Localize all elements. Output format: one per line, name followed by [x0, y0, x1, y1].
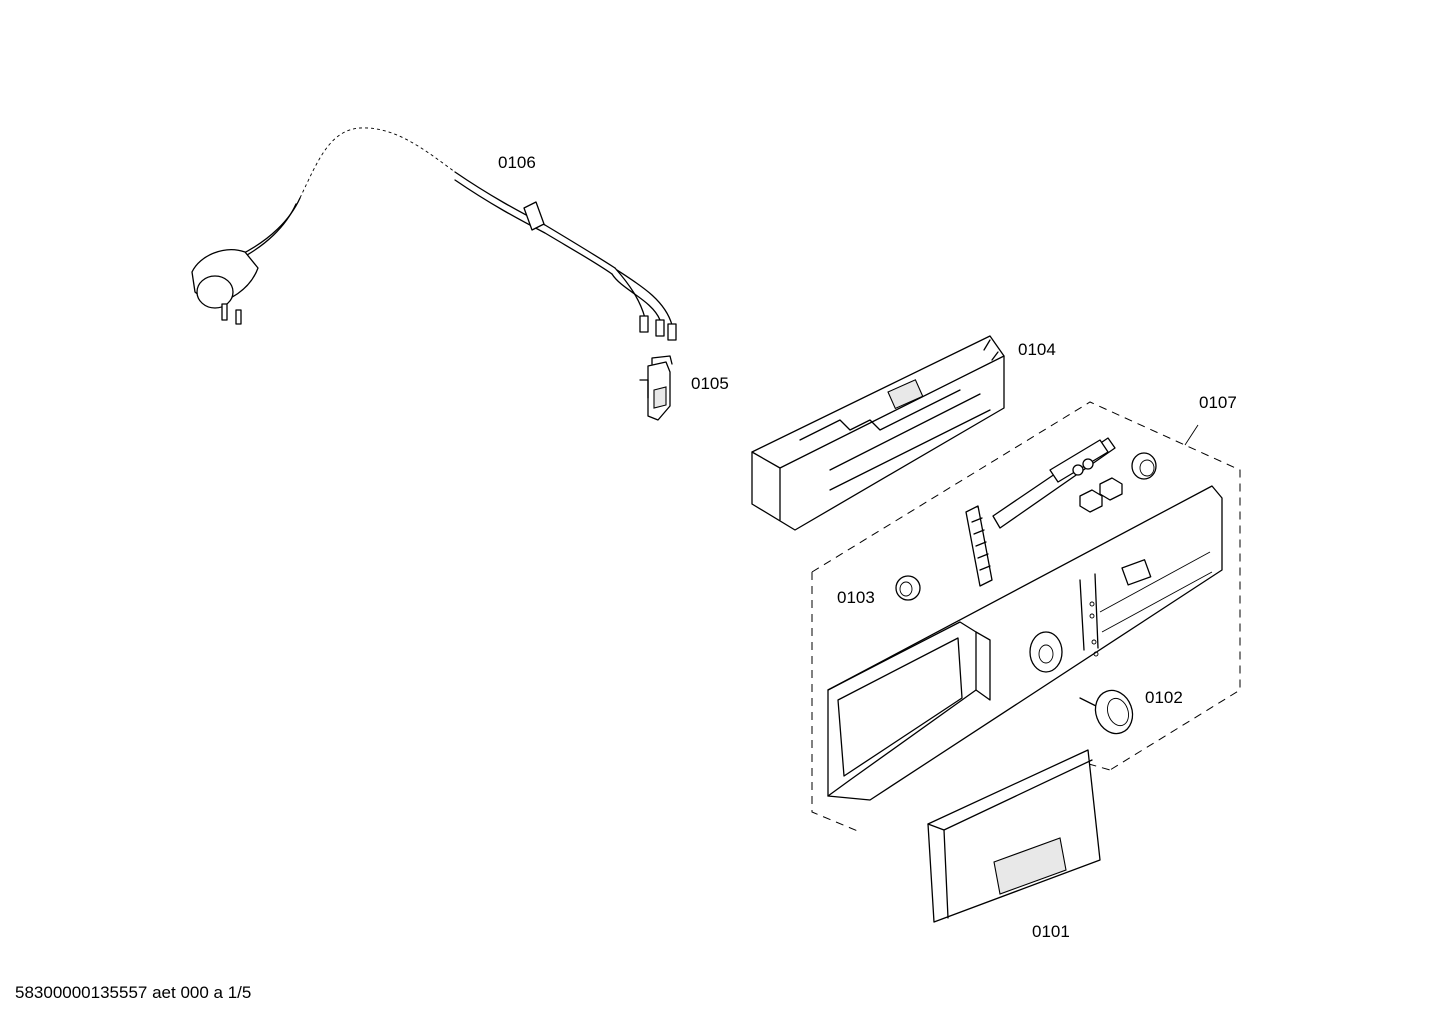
part-label-0105: 0105 — [691, 374, 729, 393]
dispenser-handle-icon — [927, 749, 1101, 923]
slider-parts-icon — [992, 437, 1157, 529]
part-label-0107: 0107 — [1199, 393, 1237, 412]
control-module-frame-icon — [751, 335, 1005, 531]
part-label-0101: 0101 — [1032, 922, 1070, 941]
power-cord-icon — [191, 127, 677, 341]
button-icon — [895, 575, 921, 601]
document-footer: 58300000135557 aet 000 a 1/5 — [15, 983, 252, 1002]
suppressor-clip-icon — [639, 355, 673, 421]
part-label-0104: 0104 — [1018, 340, 1056, 359]
part-label-0103: 0103 — [837, 588, 875, 607]
control-panel-icon — [827, 485, 1223, 801]
light-guide-icon — [965, 505, 993, 587]
part-label-0102: 0102 — [1145, 688, 1183, 707]
part-label-0106: 0106 — [498, 153, 536, 172]
selector-knob-icon — [1079, 689, 1134, 735]
